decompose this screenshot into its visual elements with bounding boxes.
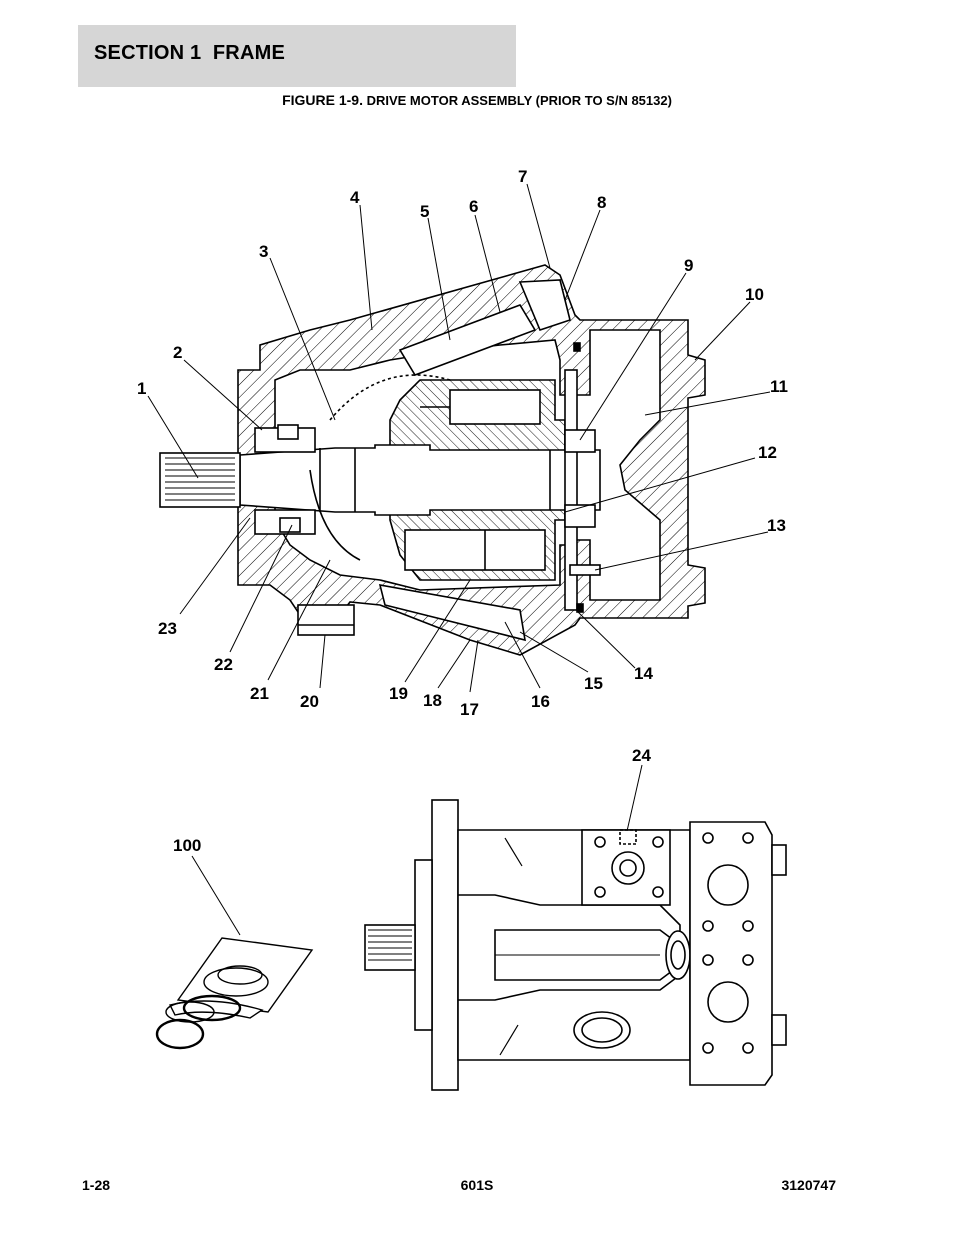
callout-100: 100 bbox=[173, 836, 201, 855]
callout-4: 4 bbox=[350, 188, 360, 207]
callout-7: 7 bbox=[518, 167, 527, 186]
callout-5: 5 bbox=[420, 202, 429, 221]
sectional-view bbox=[159, 264, 706, 656]
callout-8: 8 bbox=[597, 193, 606, 212]
spline-shaft bbox=[159, 452, 241, 508]
callout-13: 13 bbox=[767, 516, 786, 535]
figure-title: DRIVE MOTOR ASSEMBLY (PRIOR TO S/N 85132… bbox=[366, 93, 672, 108]
callout-9: 9 bbox=[684, 256, 693, 275]
section-banner: SECTION 1 FRAME bbox=[78, 25, 516, 87]
callout-22: 22 bbox=[214, 655, 233, 674]
leader-lines bbox=[147, 183, 771, 936]
callout-23: 23 bbox=[158, 619, 177, 638]
model-name: 601S bbox=[460, 1177, 494, 1193]
drain-plug bbox=[297, 604, 355, 636]
callout-17: 17 bbox=[460, 700, 479, 719]
callout-15: 15 bbox=[584, 674, 603, 693]
callout-11: 11 bbox=[770, 377, 788, 396]
callout-numbers: 1 2 3 4 5 6 7 8 9 10 11 12 13 14 15 16 1… bbox=[137, 167, 788, 855]
figure-number: FIGURE 1-9. bbox=[282, 92, 363, 108]
output-shaft bbox=[239, 444, 601, 516]
callout-1: 1 bbox=[137, 379, 146, 398]
callout-6: 6 bbox=[469, 197, 478, 216]
callout-3: 3 bbox=[259, 242, 268, 261]
figure-caption: FIGURE 1-9. DRIVE MOTOR ASSEMBLY (PRIOR … bbox=[0, 92, 954, 108]
callout-21: 21 bbox=[250, 684, 269, 703]
callout-14: 14 bbox=[634, 664, 653, 683]
section-title: SECTION 1 FRAME bbox=[94, 42, 285, 64]
callout-18: 18 bbox=[423, 691, 442, 710]
callout-2: 2 bbox=[173, 343, 182, 362]
manual-number: 3120747 bbox=[781, 1177, 836, 1193]
callout-20: 20 bbox=[300, 692, 319, 711]
end-cover bbox=[689, 821, 773, 1086]
callout-10: 10 bbox=[745, 285, 764, 304]
callout-12: 12 bbox=[758, 443, 777, 462]
page-number: 1-28 bbox=[82, 1177, 111, 1193]
external-view bbox=[364, 799, 787, 1091]
callout-19: 19 bbox=[389, 684, 408, 703]
callout-16: 16 bbox=[531, 692, 550, 711]
mounting-flange bbox=[431, 799, 459, 1091]
seal-kit bbox=[155, 937, 314, 1050]
callout-24: 24 bbox=[632, 746, 651, 765]
